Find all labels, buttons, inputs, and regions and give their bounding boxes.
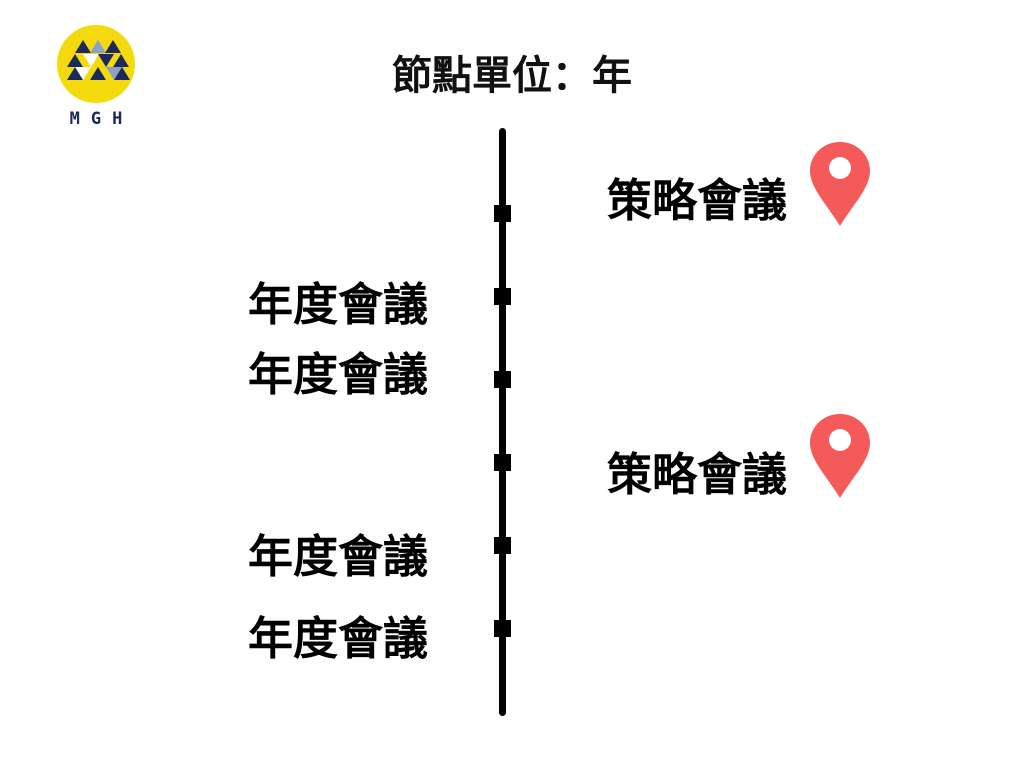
logo-circle [57,25,135,103]
event-label-annual: 年度會議 [247,530,428,583]
page-title: 節點單位：年 [392,53,632,99]
timeline-axis [499,128,506,716]
timeline-node-1 [494,205,511,222]
timeline-node-3 [494,371,511,388]
event-label-annual: 年度會議 [247,612,428,665]
event-label-strategy: 策略會議 [607,448,788,501]
location-pin-icon [810,414,870,498]
timeline-node-5 [494,537,511,554]
logo-triangles-icon [67,40,130,80]
location-pin-icon [810,142,870,226]
mgh-logo: MGH [55,25,137,129]
timeline-node-6 [494,620,511,637]
timeline-node-4 [494,454,511,471]
logo-text: MGH [69,109,134,129]
timeline-node-2 [494,288,511,305]
event-label-annual: 年度會議 [247,278,428,331]
event-label-annual: 年度會議 [247,348,428,401]
event-label-strategy: 策略會議 [607,174,788,227]
